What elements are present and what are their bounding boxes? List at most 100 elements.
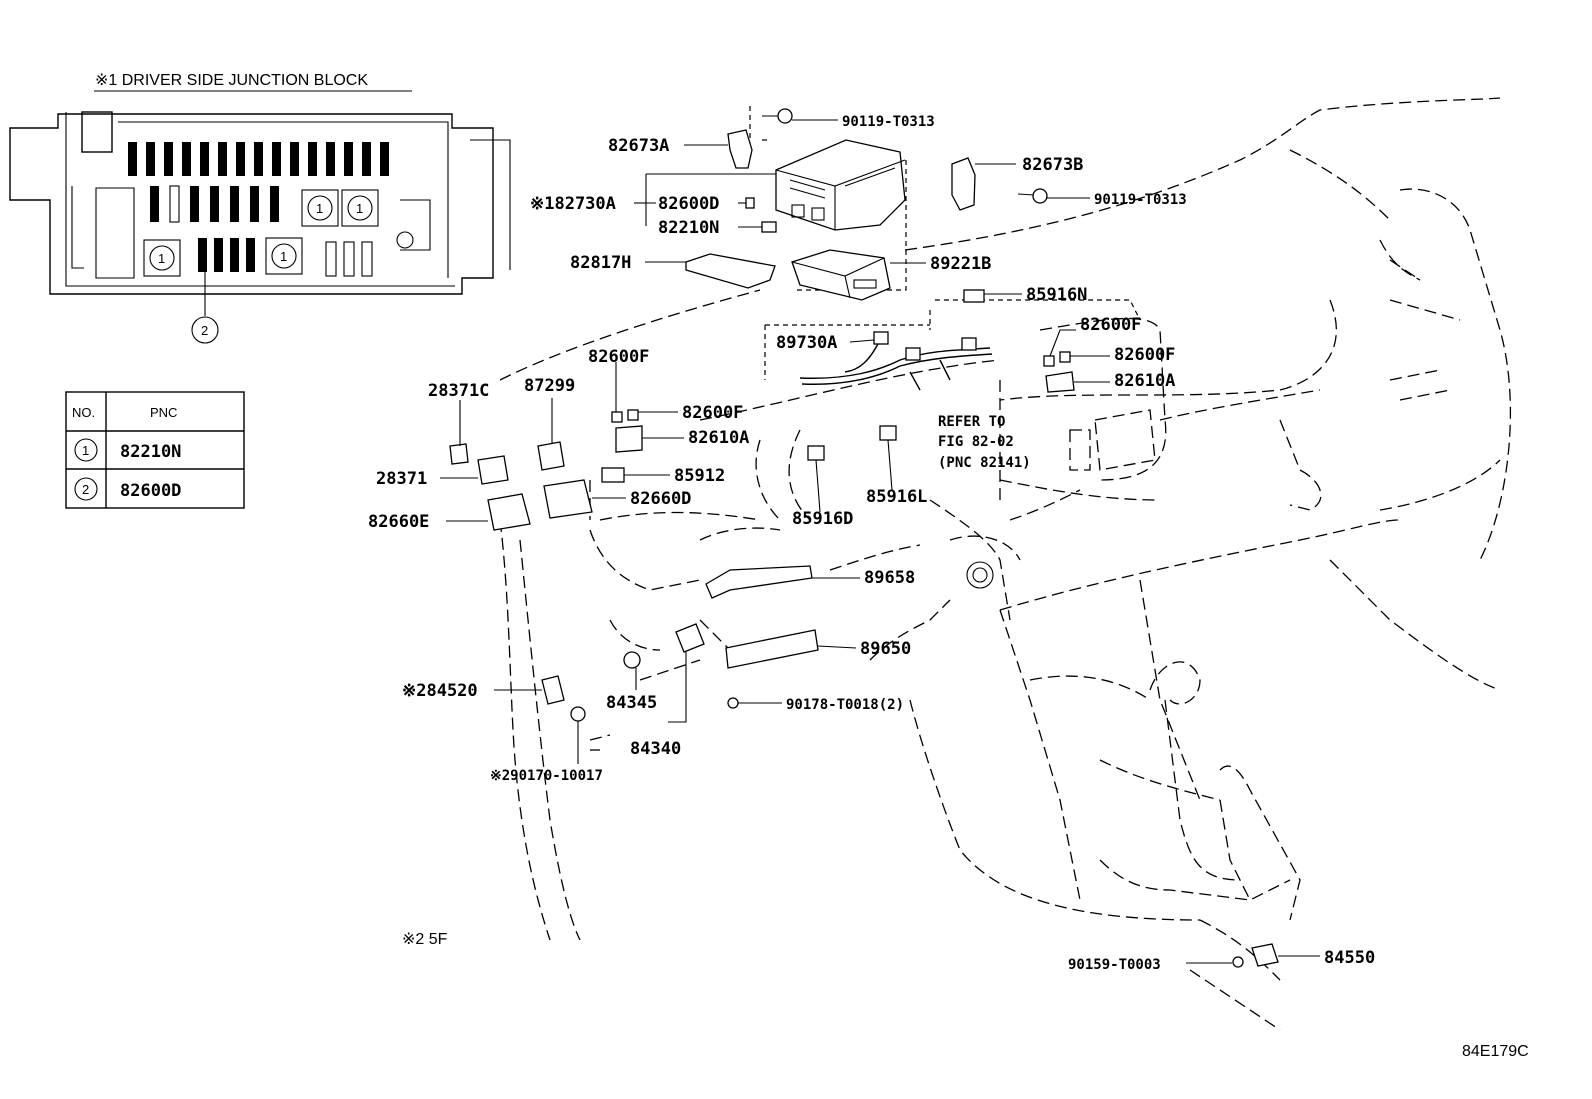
label-82660d: 82660D xyxy=(630,489,691,509)
label-82817h: 82817H xyxy=(570,253,631,273)
label-89658: 89658 xyxy=(864,568,915,588)
relay-87299 xyxy=(537,441,565,471)
label-84340: 84340 xyxy=(630,739,681,759)
relay-marker-1 xyxy=(307,195,333,221)
label-82673a: 82673A xyxy=(608,136,669,156)
relay-28371c xyxy=(449,443,469,465)
part-84520 xyxy=(541,675,565,705)
block-82660d xyxy=(543,479,593,519)
label-84550: 84550 xyxy=(1324,948,1375,968)
connector-85916n xyxy=(963,289,985,303)
svg-text:1: 1 xyxy=(280,249,287,264)
connector-85912 xyxy=(601,467,625,483)
part-84550 xyxy=(1251,943,1279,967)
svg-text:1: 1 xyxy=(316,201,323,216)
label-82730a: ※182730A xyxy=(530,194,616,214)
bracket-82673b xyxy=(951,157,976,211)
screw-90159 xyxy=(1232,956,1244,968)
fuse-82600f-right-2 xyxy=(1059,351,1071,363)
bracket-89658 xyxy=(705,565,813,599)
label-85916n: 85916N xyxy=(1026,285,1087,305)
relay-28371 xyxy=(477,455,509,485)
label-82600d: 82600D xyxy=(658,194,719,214)
tray-82817h xyxy=(685,253,776,289)
fuse-82600f-left-1 xyxy=(611,411,623,423)
relay-marker-4 xyxy=(271,243,297,269)
svg-text:1: 1 xyxy=(158,251,165,266)
dashboard-outline xyxy=(499,97,1512,1031)
bolt-90119-top xyxy=(762,108,793,124)
label-82610a-right: 82610A xyxy=(1114,371,1175,391)
table-row-2-no: 2 xyxy=(82,482,89,497)
relay-marker-2 xyxy=(347,195,373,221)
block-82660e xyxy=(487,493,531,531)
fuse-82600f-left-2 xyxy=(627,409,639,421)
note-2-5f: ※2 5F xyxy=(402,931,448,948)
harness-89730a xyxy=(799,331,993,391)
refer-line-2: FIG 82-02 xyxy=(938,434,1014,450)
relay-box-2 xyxy=(341,189,379,227)
label-82610a-left: 82610A xyxy=(688,428,749,448)
table-header-pnc: PNC xyxy=(150,405,177,420)
relay-82210n xyxy=(761,221,777,233)
callout-marker-2 xyxy=(191,316,219,344)
label-82660e: 82660E xyxy=(368,512,429,532)
label-85916d: 85916D xyxy=(792,509,853,529)
screw-90178 xyxy=(727,697,739,709)
connector-85916d xyxy=(807,445,825,461)
relay-box-1 xyxy=(301,189,339,227)
bracket-82673a xyxy=(727,129,753,169)
label-84520: ※284520 xyxy=(402,681,478,701)
knob-icon xyxy=(966,561,994,589)
label-89221b: 89221B xyxy=(930,254,991,274)
svg-text:1: 1 xyxy=(356,201,363,216)
label-82600f-right-1: 82600F xyxy=(1080,315,1141,335)
label-90170-10017: ※290170-10017 xyxy=(490,768,603,784)
clip-90170 xyxy=(570,706,586,722)
table-row-1-pnc: 82210N xyxy=(120,442,181,462)
table-row-2-pnc: 82600D xyxy=(120,481,181,501)
refer-line-3: (PNC 82141) xyxy=(938,455,1031,471)
label-89650: 89650 xyxy=(860,639,911,659)
junction-block-inset: ※1 DRIVER SIDE JUNCTION BLOCK xyxy=(9,72,511,344)
junction-block-title: ※1 DRIVER SIDE JUNCTION BLOCK xyxy=(95,72,368,89)
connector-85916l xyxy=(879,425,897,441)
label-82210n: 82210N xyxy=(658,218,719,238)
fuse-row-1 xyxy=(128,142,389,176)
switch-84340 xyxy=(675,623,705,653)
label-90119-t0313-right: 90119-T0313 xyxy=(1094,192,1187,208)
table-header-no: NO. xyxy=(72,405,95,420)
label-82600f-left-2: 82600F xyxy=(682,403,743,423)
fuse-row-2 xyxy=(150,185,279,223)
label-28371c: 28371C xyxy=(428,381,489,401)
figure-code: 84E179C xyxy=(1462,1043,1529,1060)
fuse-82600d xyxy=(745,197,755,209)
relay-82610a-left xyxy=(615,425,643,453)
fuse-row-3 xyxy=(198,238,373,277)
label-85916l: 85916L xyxy=(866,487,927,507)
label-85912: 85912 xyxy=(674,466,725,486)
label-90119-t0313-top: 90119-T0313 xyxy=(842,114,935,130)
refer-line-1: REFER TO xyxy=(938,414,1005,430)
module-89221b xyxy=(791,249,891,301)
label-87299: 87299 xyxy=(524,376,575,396)
label-89730a: 89730A xyxy=(776,333,837,353)
relay-box-4 xyxy=(265,237,303,275)
leader-lines xyxy=(440,119,1320,964)
relay-82610a-right xyxy=(1045,371,1075,393)
label-84345: 84345 xyxy=(606,693,657,713)
svg-text:2: 2 xyxy=(201,323,208,338)
pnc-table: NO. PNC 1 82210N 2 82600D xyxy=(65,391,245,509)
knob-84345 xyxy=(623,651,641,669)
callout-labels: 90119-T0313 82673A 82673B 90119-T0313 ※1… xyxy=(368,114,1529,1060)
bolt-90119-right xyxy=(1017,188,1048,204)
fuse-82600f-right-1 xyxy=(1043,355,1055,367)
label-82600f-right-2: 82600F xyxy=(1114,345,1175,365)
label-82600f-left-1: 82600F xyxy=(588,347,649,367)
label-28371: 28371 xyxy=(376,469,427,489)
label-82673b: 82673B xyxy=(1022,155,1083,175)
relay-marker-3 xyxy=(149,245,175,271)
relay-box-3 xyxy=(143,239,181,277)
